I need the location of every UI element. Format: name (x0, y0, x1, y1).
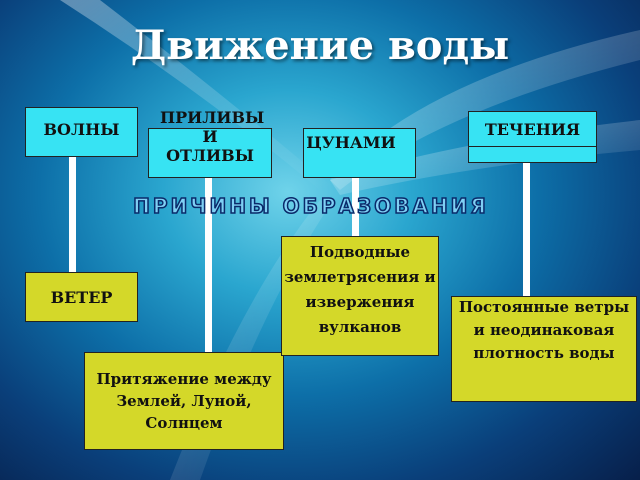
connector-tides (205, 178, 212, 352)
cause-box-waves (25, 272, 138, 322)
cause-box-currents (451, 296, 637, 402)
connector-tsunami (352, 178, 359, 236)
cause-label-waves: ВЕТЕР (50, 288, 113, 307)
cause-box-tsunami (281, 236, 439, 356)
type-box-tides (148, 128, 272, 178)
type-box-waves (25, 107, 138, 157)
cause-box-tides (84, 352, 284, 450)
cause-label-tsunami: Подводные землетрясения и извержения вул… (284, 243, 436, 336)
causes-heading: ПРИЧИНЫ ОБРАЗОВАНИЯ (132, 193, 489, 219)
cause-label-currents: Постоянные ветры и неодинаковая плотност… (458, 298, 630, 362)
type-box-currents-divider (468, 146, 597, 163)
type-box-tsunami (303, 128, 416, 178)
type-label-tsunami: ЦУНАМИ (306, 133, 396, 152)
slide-title: Движение воды (130, 22, 510, 69)
type-label-waves: ВОЛНЫ (43, 120, 120, 139)
connector-currents (523, 163, 530, 297)
type-label-tides: ПРИЛИВЫ И ОТЛИВЫ (160, 108, 265, 165)
type-label-currents: ТЕЧЕНИЯ (484, 120, 581, 139)
connector-waves (69, 157, 76, 272)
cause-label-tides: Притяжение между Землей, Луной, Солнцем (96, 370, 272, 432)
